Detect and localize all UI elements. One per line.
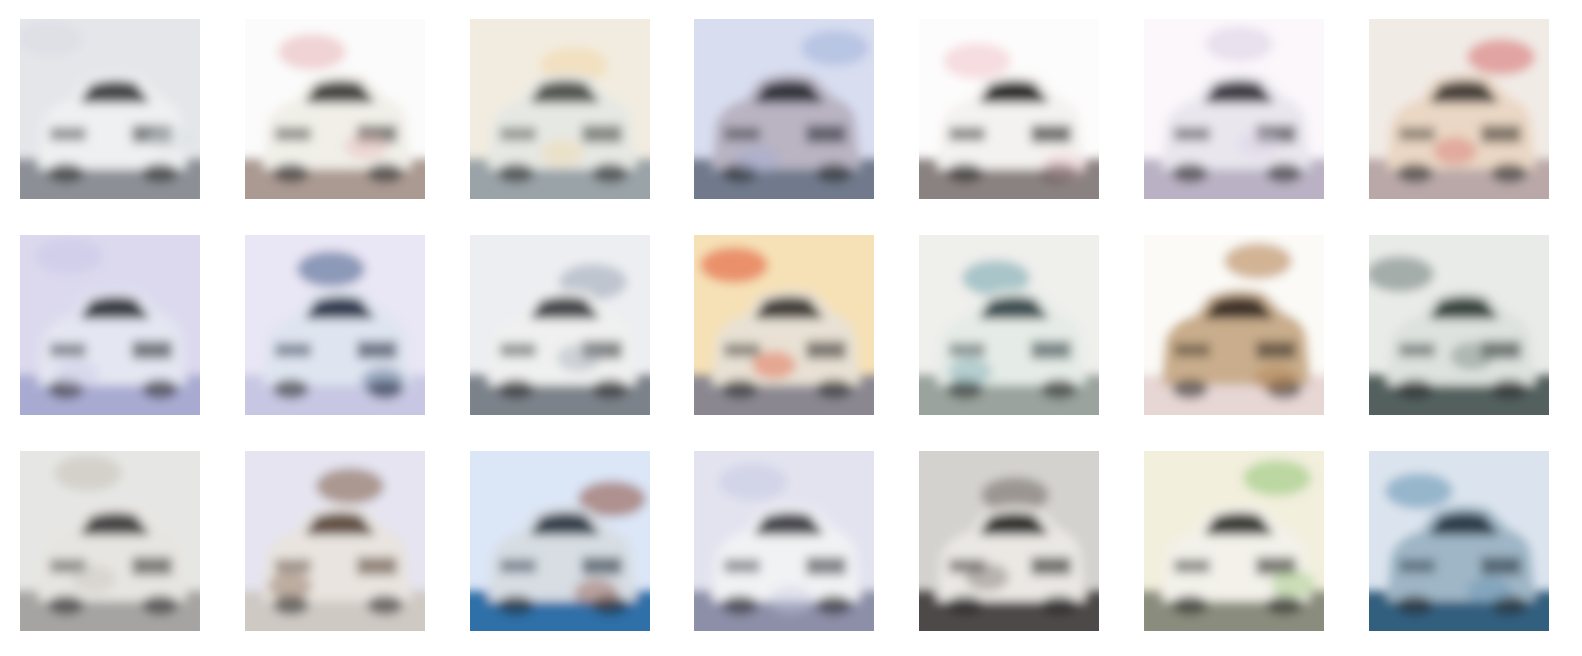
- car-photo: [919, 451, 1099, 631]
- car-photo: [1144, 451, 1324, 631]
- car-image-r3c3: [470, 451, 650, 631]
- car-photo: [1144, 235, 1324, 415]
- car-image-r2c4: [694, 235, 874, 415]
- car-photo: [20, 19, 200, 199]
- car-photo: [470, 235, 650, 415]
- car-photo: [1144, 19, 1324, 199]
- car-photo: [245, 235, 425, 415]
- car-image-r3c1: [20, 451, 200, 631]
- car-image-r1c2: [245, 19, 425, 199]
- car-photo: [470, 451, 650, 631]
- car-photo: [694, 235, 874, 415]
- car-photo: [919, 19, 1099, 199]
- car-photo: [694, 451, 874, 631]
- car-photo: [20, 235, 200, 415]
- car-image-r2c3: [470, 235, 650, 415]
- car-photo: [245, 19, 425, 199]
- car-image-r3c4: [694, 451, 874, 631]
- car-image-r2c6: [1144, 235, 1324, 415]
- car-image-r2c7: [1369, 235, 1549, 415]
- car-image-r2c1: [20, 235, 200, 415]
- car-photo: [470, 19, 650, 199]
- car-image-r1c6: [1144, 19, 1324, 199]
- car-image-r3c5: [919, 451, 1099, 631]
- car-photo: [1369, 235, 1549, 415]
- car-image-r1c4: [694, 19, 874, 199]
- car-photo: [1369, 451, 1549, 631]
- car-image-r3c2: [245, 451, 425, 631]
- car-photo: [20, 451, 200, 631]
- car-photo: [694, 19, 874, 199]
- car-photo: [919, 235, 1099, 415]
- car-image-r3c6: [1144, 451, 1324, 631]
- car-photo: [245, 451, 425, 631]
- car-image-r3c7: [1369, 451, 1549, 631]
- car-image-r2c5: [919, 235, 1099, 415]
- car-photo: [1369, 19, 1549, 199]
- car-image-r1c3: [470, 19, 650, 199]
- car-image-r1c5: [919, 19, 1099, 199]
- car-image-r2c2: [245, 235, 425, 415]
- car-image-r1c1: [20, 19, 200, 199]
- car-image-r1c7: [1369, 19, 1549, 199]
